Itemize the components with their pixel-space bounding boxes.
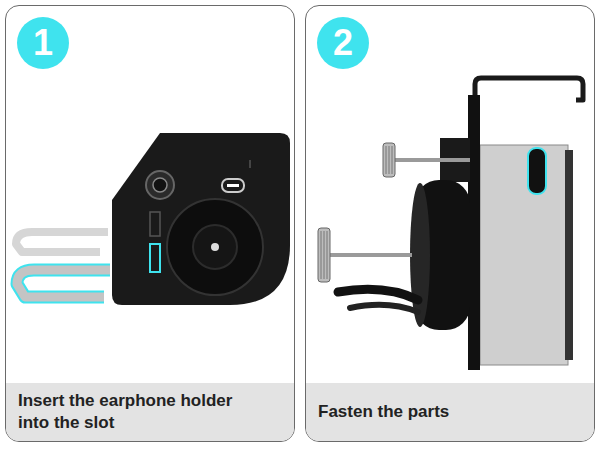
knurl [321, 231, 327, 279]
step-number: 1 [17, 17, 69, 69]
disc-dot [211, 243, 219, 251]
caption-band: Insert the earphone holder into the slot [6, 383, 294, 441]
disc-hub [193, 225, 237, 269]
earphone-holder [17, 270, 110, 297]
screw-knob [383, 143, 395, 177]
holder-slot [150, 244, 160, 272]
step-badge: 1 [17, 17, 69, 69]
earphone-holder-ghost [16, 232, 108, 252]
release-slot [222, 179, 244, 192]
holder-clip [17, 270, 110, 297]
slot-guide [150, 212, 160, 236]
screw-knob [318, 228, 330, 282]
earphone-clip [528, 148, 546, 194]
cable [338, 289, 418, 300]
step-panel: Fasten the parts 2 [305, 5, 595, 442]
step-panel: Insert the earphone holder into the slot… [5, 5, 295, 442]
badge-fill [317, 17, 369, 69]
step-badge: 2 [317, 17, 369, 69]
disc-face [410, 183, 430, 327]
knob [146, 171, 174, 199]
badge-fill [17, 17, 69, 69]
step-caption: Insert the earphone holder into the slot [18, 390, 258, 434]
knurl [386, 146, 392, 174]
step-number: 2 [317, 17, 369, 69]
screw-rod [395, 158, 470, 162]
holder-plate [112, 133, 290, 305]
plate-mark [249, 160, 251, 168]
suction-disc [167, 199, 263, 295]
holder-clip [16, 232, 108, 252]
holder-outline [17, 270, 110, 297]
cable [350, 305, 418, 312]
clamp-plate [480, 145, 568, 365]
knob-center [153, 178, 167, 192]
caption-band: Fasten the parts [306, 383, 594, 441]
plate-edge [565, 150, 573, 360]
screw-rod [330, 253, 412, 257]
step-caption: Fasten the parts [318, 401, 449, 423]
release-bar [227, 184, 239, 187]
